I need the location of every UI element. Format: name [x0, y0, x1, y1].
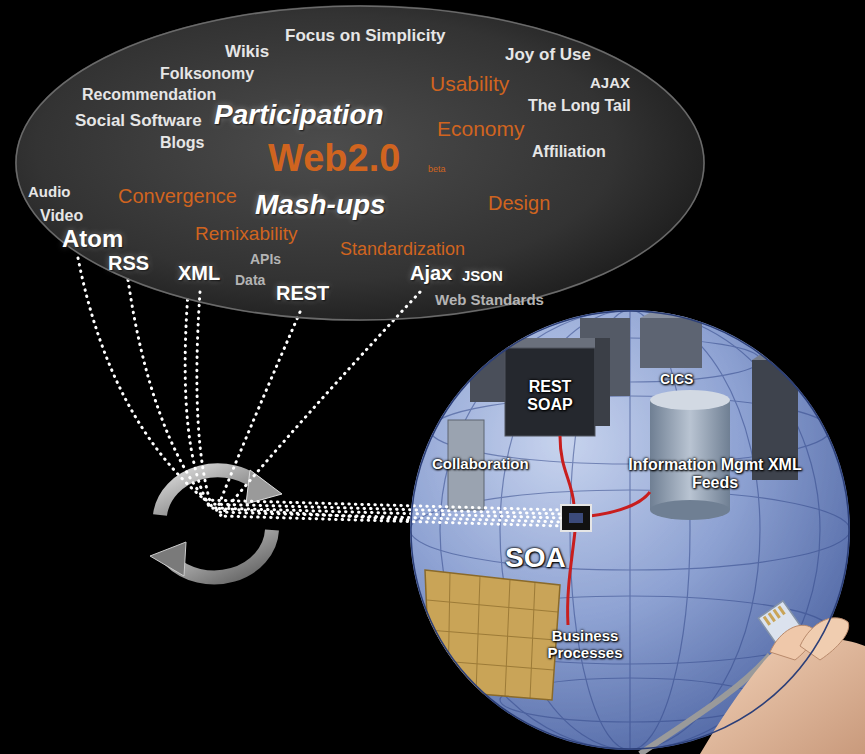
keyword-label: Blogs [160, 134, 204, 152]
network-port [561, 505, 591, 531]
keyword-label: Folksonomy [160, 65, 254, 83]
cycle-arrows [150, 470, 282, 577]
dotted-stream [78, 258, 562, 526]
globe-label: Information Mgmt XML Feeds [625, 456, 805, 491]
storage-cylinder [650, 400, 730, 510]
keyword-label: Wikis [225, 43, 269, 62]
keyword-label: XML [178, 262, 220, 284]
server-main [505, 348, 595, 436]
keyword-label: Design [488, 192, 550, 214]
tall-server-top [752, 352, 810, 360]
keyword-label: Participation [214, 100, 384, 131]
red-cable [590, 492, 650, 516]
cics-server [640, 318, 702, 368]
keyword-label: Focus on Simplicity [285, 27, 446, 46]
dotted-connector [185, 300, 410, 520]
keyword-label: APIs [250, 252, 281, 267]
globe-label: CICS [660, 372, 693, 387]
chip-grid [427, 573, 558, 699]
keyword-label: AJAX [590, 75, 630, 92]
data-stream-connector [185, 300, 410, 520]
keyword-label: Mash-ups [255, 190, 386, 221]
keyword-label: Usability [430, 72, 509, 95]
globe-label: Collaboration [432, 456, 529, 473]
keyword-label: Ajax [410, 262, 452, 284]
keyword-label: Video [40, 207, 83, 225]
keyword-label: JSON [462, 268, 503, 285]
keyword-label: Web2.0 [268, 138, 400, 180]
soa-globe-outline [410, 310, 850, 750]
globe-label: SOA [505, 543, 566, 574]
keyword-label: Social Software [75, 112, 202, 131]
globe-label: Business Processes [530, 628, 640, 661]
red-cable [568, 531, 575, 625]
keyword-label: Convergence [118, 185, 237, 207]
hand-thumb [800, 618, 849, 660]
keyword-label: Data [235, 273, 265, 288]
keyword-label: Affiliation [532, 143, 606, 161]
keyword-label: Joy of Use [505, 46, 591, 65]
keyword-label: RSS [108, 252, 149, 274]
keyword-label: Web Standards [435, 292, 544, 309]
keyword-label: beta [428, 165, 446, 175]
network-port-socket [569, 513, 583, 523]
globe-label: REST SOAP [515, 378, 585, 413]
keyword-label: Atom [62, 226, 123, 252]
keyword-label: Economy [437, 117, 525, 140]
keyword-label: The Long Tail [528, 97, 631, 115]
keyword-label: Audio [28, 184, 71, 201]
soa-globe: REST SOAP CICS Collaboration Information Mg… [410, 310, 850, 750]
storage-cylinder-top [650, 390, 730, 410]
keyword-label: Standardization [340, 240, 465, 260]
keyword-label: Remixability [195, 224, 297, 245]
web20-cloud-border [16, 6, 704, 320]
soa-globe-border [411, 311, 849, 749]
red-cable [560, 436, 574, 505]
cloud-fill [15, 5, 705, 321]
keyword-label: REST [276, 282, 329, 304]
web20-cloud: Focus on SimplicityWikis Joy of UseFolkso… [15, 5, 705, 321]
chip-board [425, 570, 560, 700]
keyword-label: Recommendation [82, 86, 216, 104]
server-side [595, 338, 610, 426]
storage-cylinder-base [650, 500, 730, 520]
